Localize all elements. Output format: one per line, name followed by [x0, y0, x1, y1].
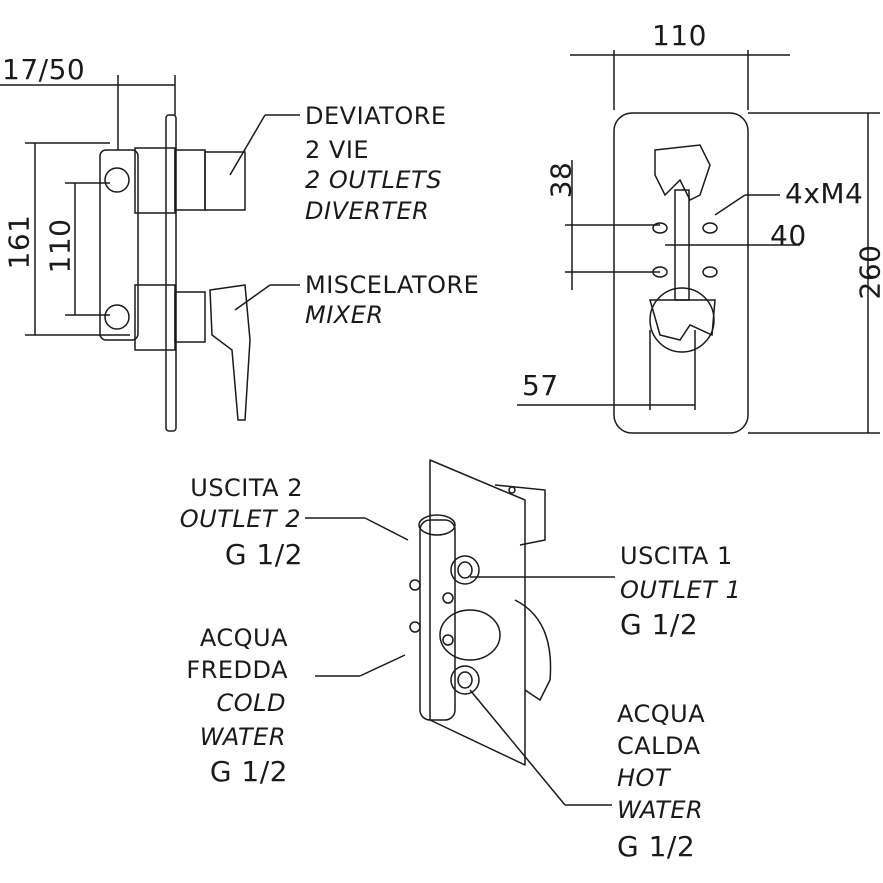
dim-side-height-inner: 110 — [43, 218, 77, 274]
outlet1-label-it: USCITA 1 — [620, 542, 733, 570]
hot-label-it-1: ACQUA — [617, 700, 706, 728]
dim-front-screws: 4xM4 — [785, 177, 864, 210]
cold-label-it-2: FREDDA — [186, 656, 288, 684]
dim-front-width: 110 — [652, 19, 707, 52]
mixer-label-it: MISCELATORE — [305, 271, 480, 299]
dim-front-57: 57 — [522, 369, 559, 402]
diverter-label-outlets: 2 OUTLETS — [305, 166, 442, 194]
dim-front-38: 38 — [544, 161, 578, 199]
hot-thread: G 1/2 — [617, 830, 696, 863]
outlet1-label-en: OUTLET 1 — [620, 576, 742, 604]
dim-side-depth: 17/50 — [2, 53, 86, 86]
hot-label-it-2: CALDA — [617, 732, 701, 760]
hot-label-en-2: WATER — [617, 796, 704, 824]
hot-label-en-1: HOT — [617, 764, 671, 792]
outlet2-label-en: OUTLET 2 — [179, 505, 301, 533]
mixer-label-en: MIXER — [305, 301, 384, 329]
side-view-drawing — [0, 75, 300, 432]
diverter-label-vie: 2 VIE — [305, 136, 370, 164]
dim-front-height: 260 — [853, 244, 883, 300]
diverter-label-it: DEVIATORE — [305, 102, 447, 130]
outlet1-thread: G 1/2 — [620, 608, 699, 641]
cold-label-en-2: WATER — [199, 723, 286, 751]
diverter-label-en: DIVERTER — [305, 197, 430, 225]
cold-label-it-1: ACQUA — [199, 624, 288, 652]
cold-label-en-1: COLD — [216, 689, 286, 717]
dim-side-height-outer: 161 — [2, 214, 36, 270]
dim-front-40: 40 — [770, 219, 807, 252]
front-view-drawing — [517, 50, 880, 434]
iso-view-drawing — [305, 459, 615, 806]
cold-thread: G 1/2 — [209, 755, 288, 788]
outlet2-label-it: USCITA 2 — [190, 474, 303, 502]
outlet2-thread: G 1/2 — [224, 538, 303, 571]
